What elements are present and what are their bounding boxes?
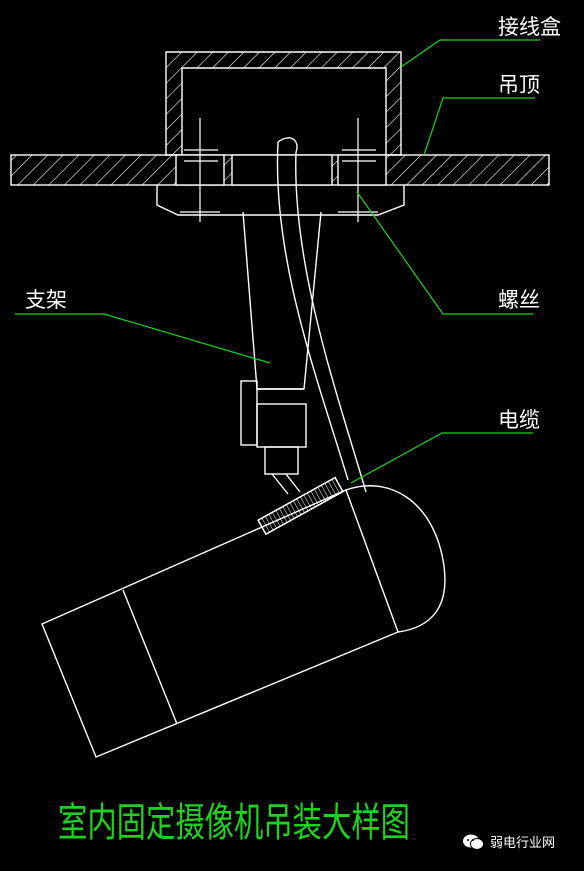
swivel-collar (257, 476, 344, 536)
ceiling-plate (10, 154, 550, 186)
mounting-base (156, 185, 405, 216)
leader-lines (15, 39, 540, 484)
screw-left (180, 118, 220, 222)
label-cable: 电缆 (498, 408, 540, 432)
label-screw: 螺丝 (498, 288, 540, 312)
label-ceiling: 吊顶 (498, 73, 540, 97)
chat-bubble-icon (463, 834, 484, 850)
drawing-title: 室内固定摄像机吊装大样图 (58, 800, 410, 846)
bracket-joint (240, 380, 307, 495)
camera-body (41, 485, 446, 758)
watermark: 弱电行业网 (462, 832, 555, 851)
label-bracket: 支架 (25, 288, 67, 312)
label-junction-box: 接线盒 (498, 15, 561, 39)
cable (276, 137, 367, 493)
watermark-text: 弱电行业网 (490, 836, 556, 851)
bracket-arm (242, 211, 322, 390)
